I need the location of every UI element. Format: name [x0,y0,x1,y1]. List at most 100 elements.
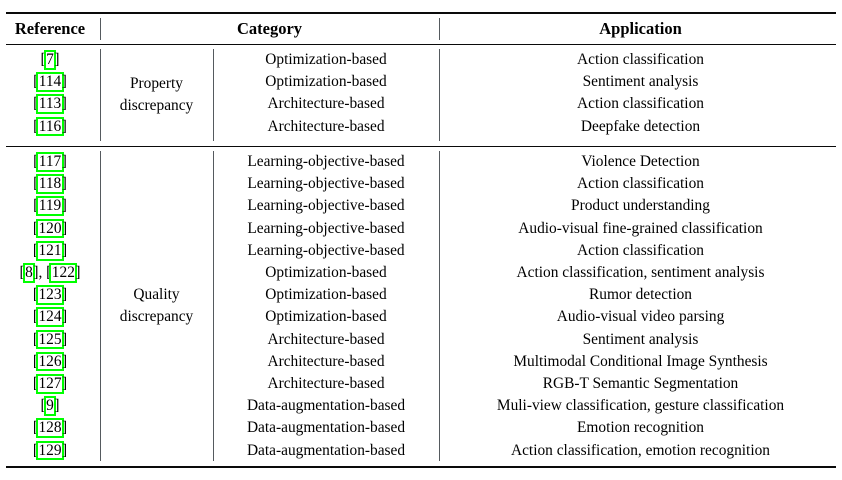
reference-cell: [123] [0,285,100,305]
reference-cell: [113] [0,94,100,115]
reference-cell: [128] [0,418,100,439]
application-cell: Sentiment analysis [582,73,699,91]
application-cell: Action classification [577,51,704,69]
category-type-cell: Data-augmentation-based [246,397,406,415]
citation-number: 113 [36,94,64,115]
citation-highlight-box[interactable]: [120] [32,218,68,239]
application-cell: Emotion recognition [577,419,704,437]
reference-cell: [9] [0,396,100,416]
section1-divider-reference-category [100,49,102,141]
reference-cell: [119] [0,196,100,217]
reference-cell: [7] [0,50,100,70]
application-cell: Violence Detection [581,153,700,171]
citation-number: 123 [35,285,65,305]
category-type-cell: Architecture-based [267,352,385,370]
table-section-quality-discrepancy: Quality discrepancy [117]Learning-object… [0,151,842,462]
application-cell: Action classification [577,175,704,193]
category-label-line2: discrepancy [119,97,194,114]
category-type-cell: Learning-objective-based [247,241,405,259]
citation-number: 9 [43,396,57,416]
reference-cell: [121] [0,240,100,261]
application-cell: Action classification [577,95,704,113]
section1-divider-category-type [213,49,215,141]
reference-cell: [127] [0,374,100,394]
citation-number: 122 [49,263,78,283]
application-cell: Muli-view classification, gesture classi… [496,397,785,415]
category-type-cell: Learning-objective-based [247,197,405,215]
reference-cell: [129] [0,440,100,461]
category-type-cell: Architecture-based [267,330,385,348]
section1-divider-type-application [439,49,441,141]
reference-cell: [118] [0,174,100,194]
citation-highlight-box[interactable]: [114] [33,72,67,92]
category-type-cell: Data-augmentation-based [246,441,406,459]
citation-highlight-box[interactable]: [119] [33,196,67,217]
category-label-line1: Property [129,74,183,92]
citation-highlight-box[interactable]: [129] [32,440,68,461]
citation-highlight-box[interactable]: [127] [32,374,68,394]
citation-number: 129 [35,440,65,461]
citation-highlight-box[interactable]: [122] [46,263,81,283]
table-header-rule [6,44,836,46]
application-cell: Action classification, sentiment analysi… [516,264,765,282]
citation-highlight-box[interactable]: [128] [32,418,68,439]
reference-cell: [126] [0,351,100,372]
table-row: [7] Optimization-based Action classificati… [0,49,842,71]
citation-highlight-box[interactable]: [116] [33,116,67,137]
reference-cell: [125] [0,329,100,350]
citation-number: 125 [35,329,65,350]
reference-cell: [114] [0,72,100,92]
reference-cell: [120] [0,218,100,239]
citation-highlight-box[interactable]: [125] [32,329,68,350]
citation-number: 118 [36,174,64,194]
category-type-cell: Architecture-based [267,374,385,392]
section2-divider-type-application [439,151,441,461]
table-row: [119] Learning-objective-based Product und… [0,195,842,217]
citation-highlight-box[interactable]: [7] [40,50,60,70]
table-row: [127] Architecture-based RGB-T Semantic Se… [0,373,842,395]
citation-highlight-box[interactable]: [118] [33,174,67,194]
application-cell: Action classification [577,241,704,259]
category-type-cell: Architecture-based [267,117,385,135]
citation-number: 127 [35,374,65,394]
header-divider-category-application [439,18,441,40]
citation-highlight-box[interactable]: [8] [19,263,39,283]
reference-cell: [117] [0,152,100,172]
table-section-rule [6,146,836,148]
citation-number: 124 [35,307,65,328]
citation-highlight-box[interactable]: [123] [32,285,68,305]
citation-highlight-box[interactable]: [9] [40,396,60,416]
section2-divider-reference-category [100,151,102,461]
category-label-property-discrepancy: Property discrepancy [100,49,213,141]
application-cell: Action classification, emotion recogniti… [510,441,770,459]
table-section-property-discrepancy: Property discrepancy [7] Optimization-bas… [0,49,842,138]
application-cell: RGB-T Semantic Segmentation [542,374,739,392]
citation-number: 117 [36,152,64,172]
citation-highlight-box[interactable]: [124] [32,307,68,328]
table-top-rule [6,12,836,15]
citation-highlight-box[interactable]: [113] [33,94,67,115]
application-cell: Product understanding [571,197,710,215]
category-type-cell: Learning-objective-based [247,219,405,237]
category-type-cell: Optimization-based [265,51,387,69]
citation-highlight-box[interactable]: [121] [32,240,68,261]
citation-highlight-box[interactable]: [117] [33,152,67,172]
category-type-cell: Optimization-based [265,286,387,304]
column-header-application: Application [599,19,682,38]
reference-cell: [8], [122] [19,263,81,283]
citation-highlight-box[interactable]: [126] [32,351,68,372]
citation-number: 121 [35,240,65,261]
application-cell: Sentiment analysis [582,330,699,348]
citation-number: 116 [36,116,64,137]
citation-number: 126 [35,351,65,372]
